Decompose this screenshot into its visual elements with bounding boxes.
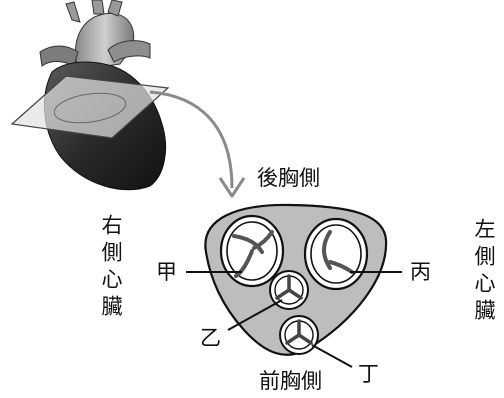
anterior-label: 前胸側 xyxy=(259,371,322,392)
label-bing: 丙 xyxy=(410,262,431,283)
leader-line-ding xyxy=(312,345,352,367)
valve-jia xyxy=(221,216,283,286)
vessel-branch xyxy=(92,0,104,14)
valve-ding xyxy=(280,316,318,354)
label-jia: 甲 xyxy=(156,262,177,283)
vessel-branch xyxy=(66,2,80,22)
right-heart-label: 右側心臟 xyxy=(100,214,121,322)
heart-illustration xyxy=(12,0,168,190)
posterior-label: 後胸側 xyxy=(257,168,320,189)
heart-cross-section xyxy=(205,205,386,355)
valve-bing xyxy=(305,219,367,289)
left-heart-label: 左側心臟 xyxy=(473,218,494,326)
label-ding: 丁 xyxy=(358,364,379,385)
label-yi: 乙 xyxy=(200,328,221,349)
